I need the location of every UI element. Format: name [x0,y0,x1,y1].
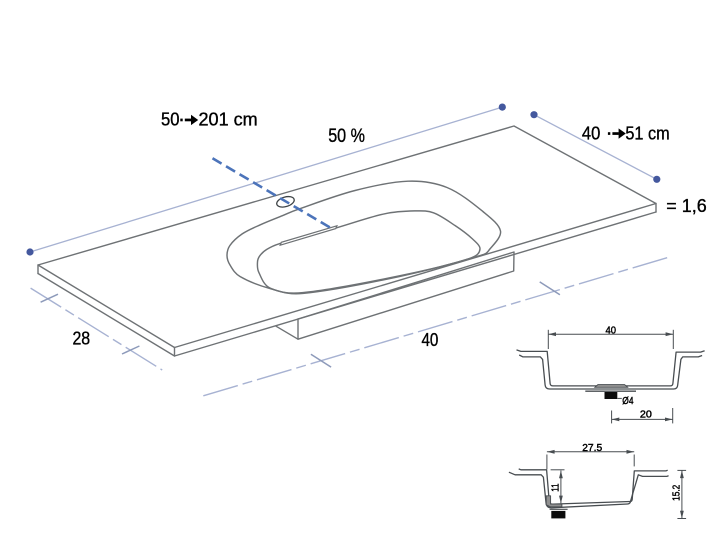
svg-text:40: 40 [606,324,617,336]
svg-text:40: 40 [582,124,600,144]
svg-text:Ø4: Ø4 [622,395,633,407]
svg-text:11: 11 [549,483,561,491]
svg-text:28: 28 [72,329,90,349]
svg-text:201 cm: 201 cm [199,110,258,130]
svg-text:15.2: 15.2 [671,485,683,501]
svg-text:50: 50 [161,110,180,130]
svg-text:40: 40 [421,330,438,350]
svg-text:27.5: 27.5 [582,442,602,454]
svg-text:20: 20 [640,408,652,420]
svg-text:50 %: 50 % [328,125,365,147]
svg-text:= 1,6: = 1,6 [666,196,706,216]
svg-text:51 cm: 51 cm [625,124,669,144]
